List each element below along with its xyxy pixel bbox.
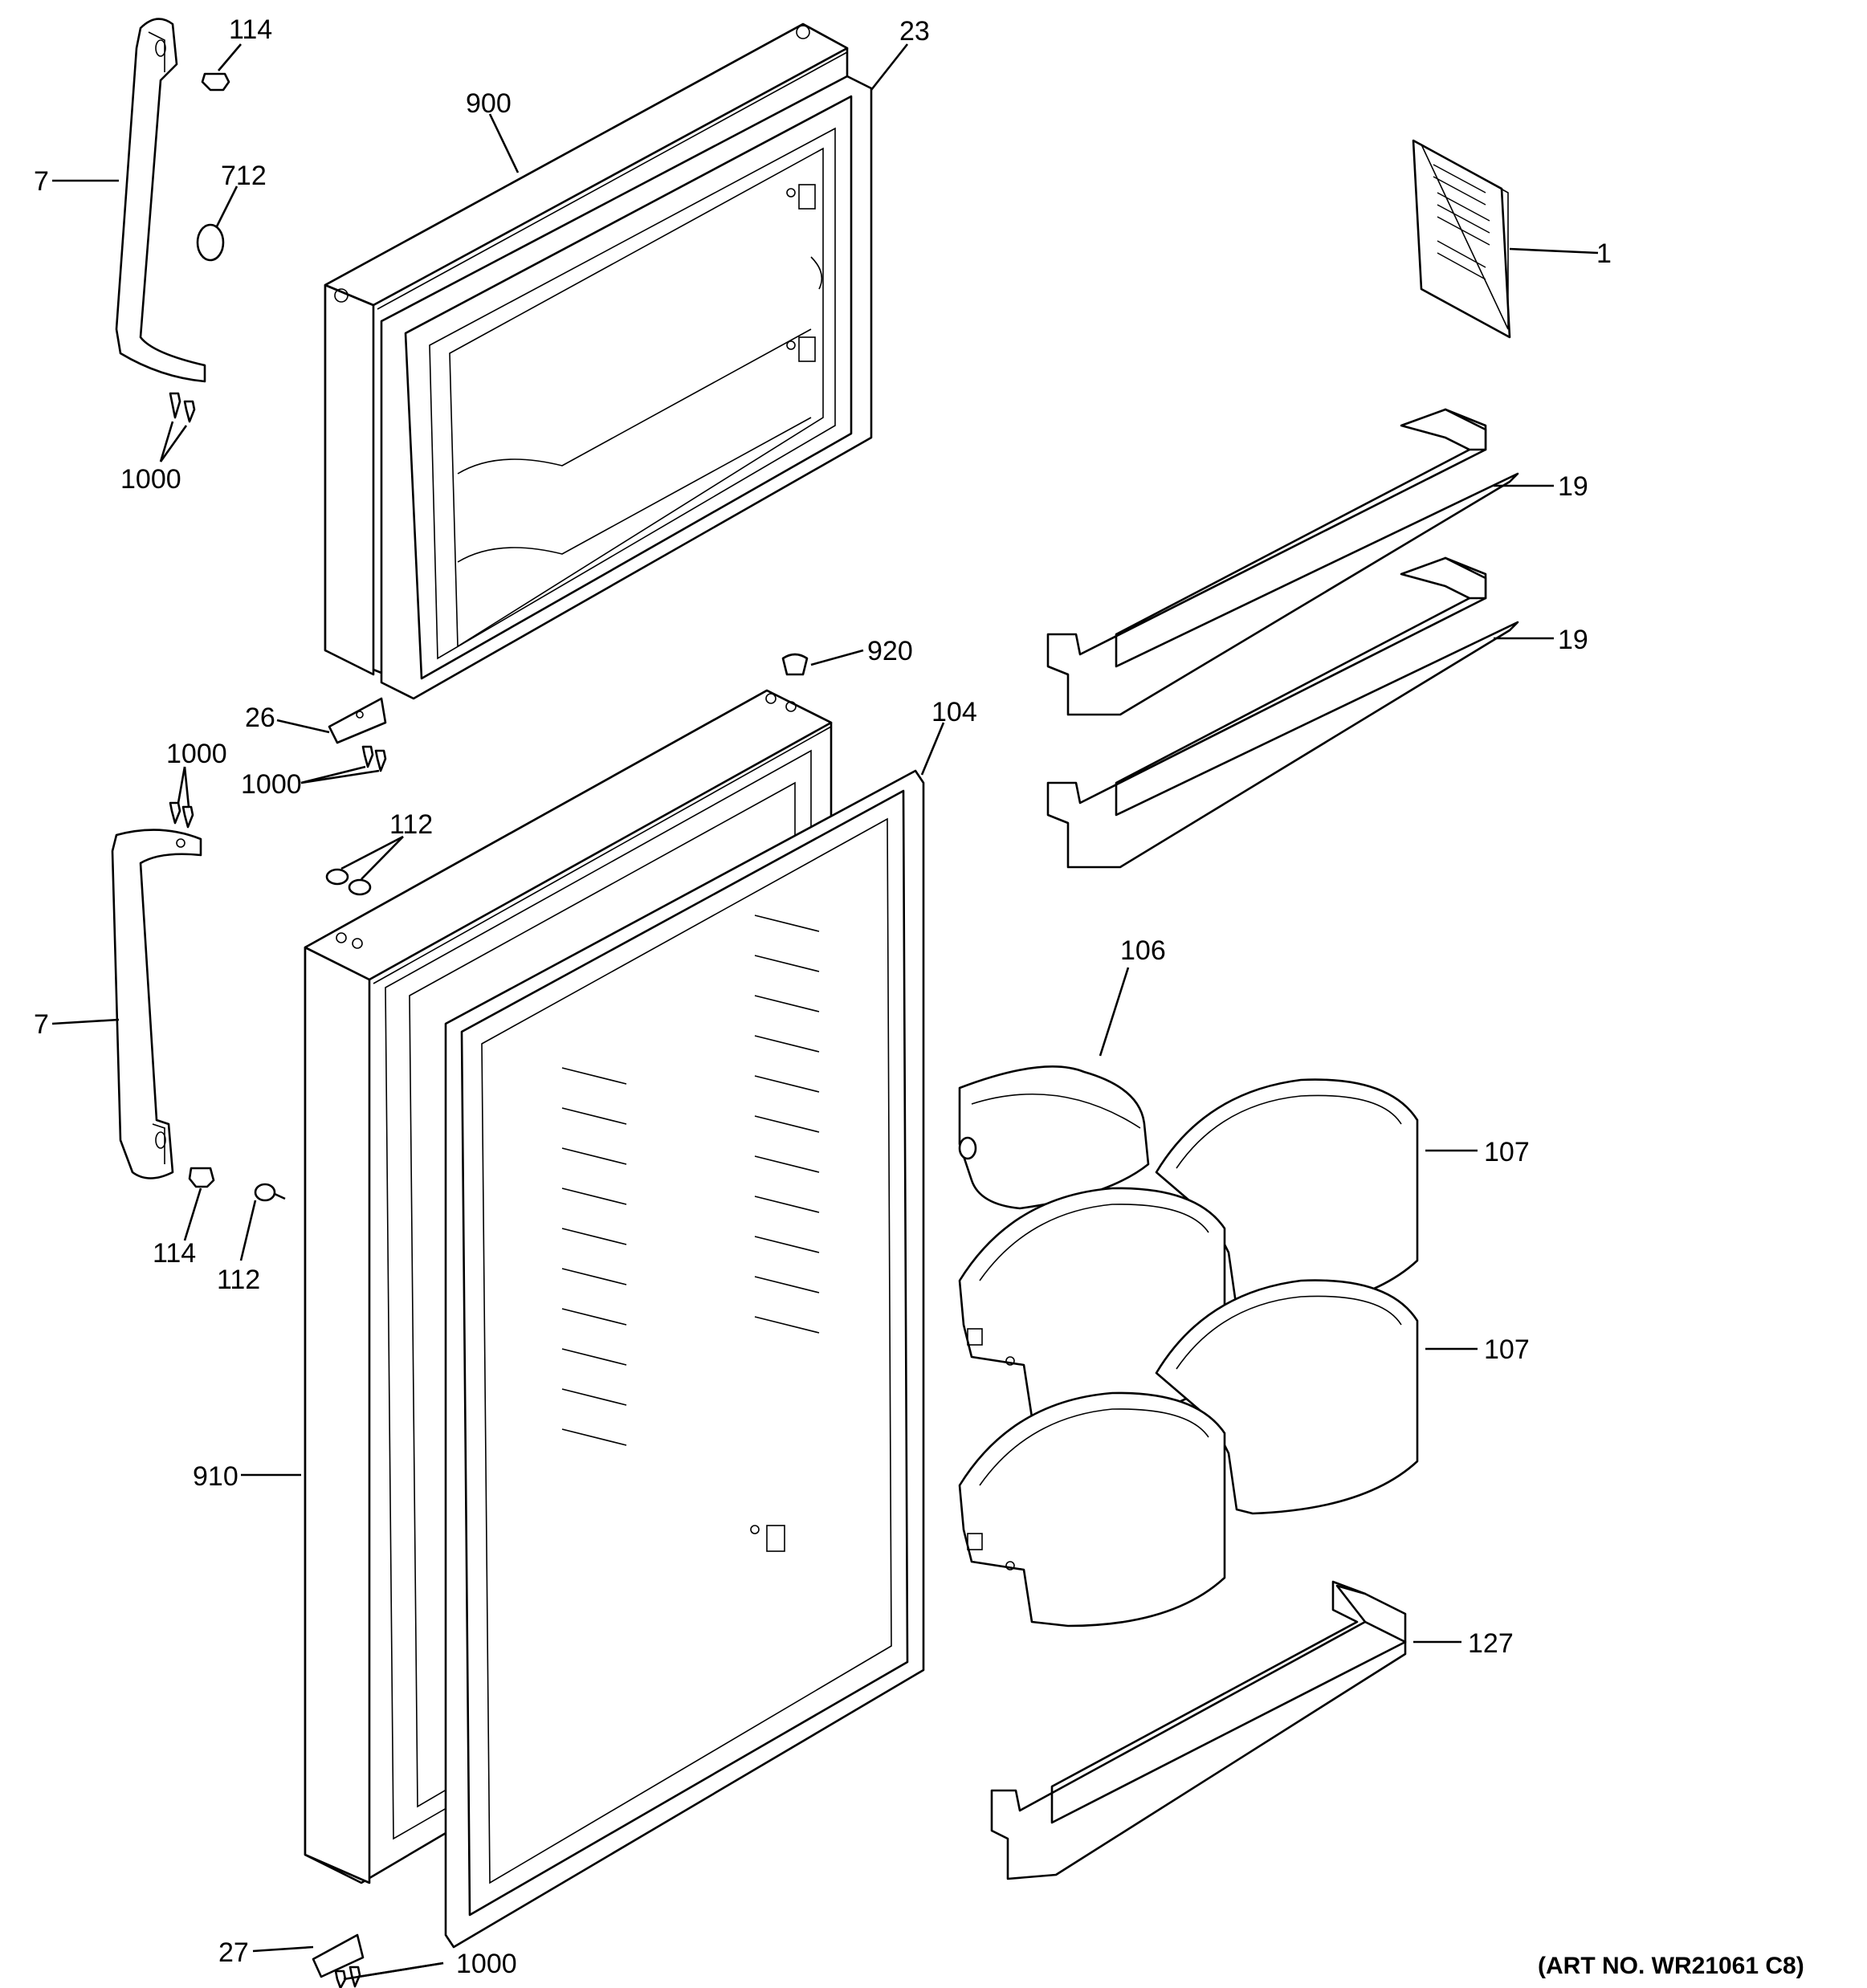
callout-106: 106 [1120,935,1166,966]
callout-19-upper: 19 [1558,471,1588,502]
door-bin-part-107-lower-right [1155,1279,1419,1515]
callout-104: 104 [931,697,977,727]
freezer-door-shelf-part-19-lower [1046,556,1519,869]
callout-107-upper: 107 [1484,1137,1530,1167]
callout-712: 712 [221,161,267,191]
door-bin-part-107-lower-left [958,1391,1226,1627]
screws-part-1000-center [361,745,387,772]
fresh-food-door-bin-part-127 [990,1580,1407,1880]
callout-112-upper: 112 [389,809,433,840]
callout-1000-upper: 1000 [120,464,181,495]
callout-107-lower: 107 [1484,1334,1530,1365]
screws-part-1000-bottom [334,1966,361,1988]
callout-114-upper: 114 [229,14,272,45]
callout-7-upper: 7 [34,166,49,197]
liner-rungs-left [561,1067,627,1446]
callout-1000-hinge: 1000 [241,769,302,800]
callout-112-lower: 112 [217,1265,260,1295]
callout-19-lower: 19 [1558,625,1588,655]
art-number: (ART NO. WR21061 C8) [1538,1953,1804,1979]
callout-labels: 7 114 712 1000 900 23 1 19 19 920 26 104… [34,14,1804,1979]
callout-900: 900 [466,88,512,119]
leader-lines [51,43,1599,1981]
freezer-door-shelf-part-19-upper [1046,408,1519,716]
callout-1000-bottom: 1000 [456,1949,517,1979]
plug-button-part-920 [781,653,809,676]
callout-127: 127 [1468,1628,1514,1659]
handle-screws-part-112-upper [325,868,372,896]
callout-27: 27 [218,1937,249,1968]
fresh-food-door-gasket-part-104 [444,769,925,1949]
handle-screw-part-112-lower [254,1183,286,1202]
freezer-door-gasket-part-23 [380,75,873,700]
callout-910: 910 [193,1461,238,1492]
callout-23: 23 [899,16,930,47]
hinge-bottom-part-27 [312,1933,365,1978]
dairy-door-part-106 [958,1065,1150,1210]
owners-manual-part-1 [1412,139,1511,339]
callout-920: 920 [867,636,913,666]
handle-lower-part-7 [111,829,202,1179]
plug-button-part-114-upper [201,72,230,92]
callout-114-lower: 114 [153,1238,196,1269]
callout-1: 1 [1596,238,1612,269]
gasket-ring-part-712 [196,223,225,262]
screws-part-1000-lower-handle [169,801,194,829]
callout-1000-handle: 1000 [166,739,227,769]
handle-upper-part-7 [115,18,206,383]
hinge-center-part-26 [328,697,387,744]
liner-rungs-right [754,915,820,1334]
door-bin-part-107-upper-left [958,1187,1226,1423]
plug-button-part-114-lower [188,1167,215,1188]
callout-7-lower: 7 [34,1009,49,1040]
screws-part-1000-upper [169,392,196,423]
callout-26: 26 [245,703,275,733]
